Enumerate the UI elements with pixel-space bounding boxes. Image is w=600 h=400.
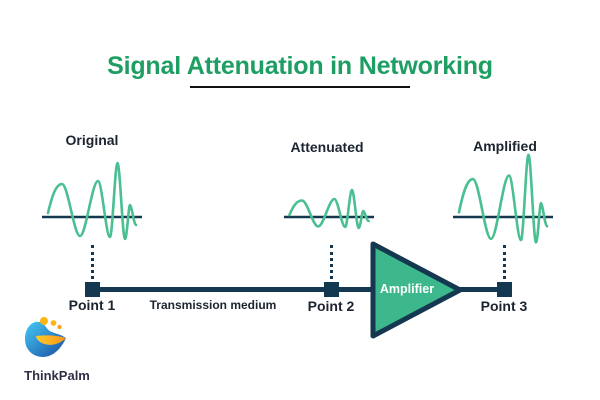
waveform-curve [459,155,547,242]
dotted-connector-point2 [329,245,333,279]
waveform-curve [48,163,136,239]
point1-label: Point 1 [68,297,116,313]
waveform-amplified [453,154,553,280]
point2-marker [324,282,339,297]
logo-palm-leaf [36,335,66,345]
transmission-line-segment-1 [92,287,378,292]
amplifier-triangle [370,241,463,339]
waveform-attenuated [284,154,374,280]
amplifier-label: Amplifier [379,282,435,296]
waveform-label-original: Original [65,132,119,148]
point2-label: Point 2 [307,298,355,314]
title-underline [190,86,410,88]
point3-label: Point 3 [480,298,528,314]
logo-sun-dot-medium [50,320,57,326]
transmission-line-segment-2 [455,287,505,292]
logo-sun-dot-large [40,317,48,325]
amplifier-triangle-shape [370,241,463,339]
logo-mark [25,317,66,357]
waveform-curve [289,190,368,228]
point1-marker [85,282,100,297]
dotted-connector-point3 [502,245,506,279]
dotted-connector-point1 [90,245,94,279]
waveform-label-amplified: Amplified [473,138,537,154]
waveform-label-attenuated: Attenuated [290,139,364,155]
transmission-medium-label: Transmission medium [149,298,277,312]
page-title: Signal Attenuation in Networking [107,52,493,80]
waveform-original [42,154,142,280]
point3-marker [497,282,512,297]
logo-text: ThinkPalm [24,368,90,383]
logo-sun-dot-small [57,324,62,330]
